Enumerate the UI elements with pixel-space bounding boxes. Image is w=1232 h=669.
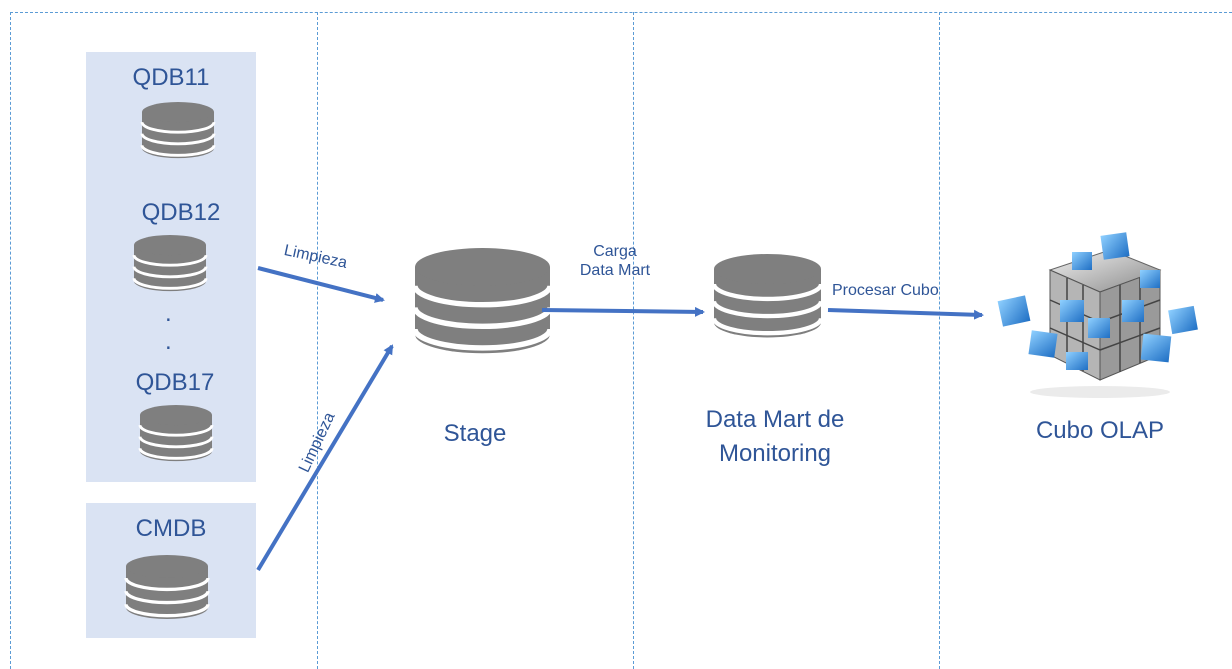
arrow-qdb-to-stage	[257, 266, 385, 303]
stage-label: Stage	[443, 420, 507, 447]
edge-label-load-datamart: Carga Data Mart	[560, 242, 670, 280]
database-icon-cmdb	[124, 553, 210, 621]
cube-label: Cubo OLAP	[1035, 417, 1165, 444]
database-icon-datamart	[714, 254, 821, 337]
datamart-label: Data Mart de Monitoring	[680, 403, 870, 471]
edge-label-load-line2: Data Mart	[579, 262, 651, 279]
lane-divider-3	[633, 12, 634, 669]
datamart-label-line2: Monitoring	[718, 440, 832, 467]
source-label-qdb12: QDB12	[141, 199, 221, 226]
source-label-qdb11: QDB11	[132, 64, 210, 91]
arrow-datamart-to-cube	[827, 308, 984, 320]
lane-top-border	[10, 12, 1232, 13]
arrow-stage-to-datamart	[541, 306, 705, 317]
lane-divider-2	[317, 12, 318, 669]
lane-divider-1	[10, 12, 11, 669]
source-label-cmdb: CMDB	[135, 515, 207, 542]
edge-label-process-cube: Procesar Cubo	[832, 282, 939, 299]
datamart-label-line1: Data Mart de	[705, 406, 845, 433]
ellipsis-dot: .	[165, 328, 172, 355]
lane-divider-4	[939, 12, 940, 669]
database-icon-qdb11	[140, 100, 216, 160]
olap-cube-icon	[997, 232, 1198, 398]
source-label-qdb17: QDB17	[135, 369, 215, 396]
database-icon-stage	[415, 248, 550, 353]
database-icon-qdb12	[132, 233, 208, 293]
ellipsis-dot: .	[165, 300, 172, 327]
edge-label-load-line1: Carga	[593, 243, 637, 260]
arrow-cmdb-to-stage	[256, 344, 394, 572]
database-icon-qdb17	[138, 403, 214, 463]
